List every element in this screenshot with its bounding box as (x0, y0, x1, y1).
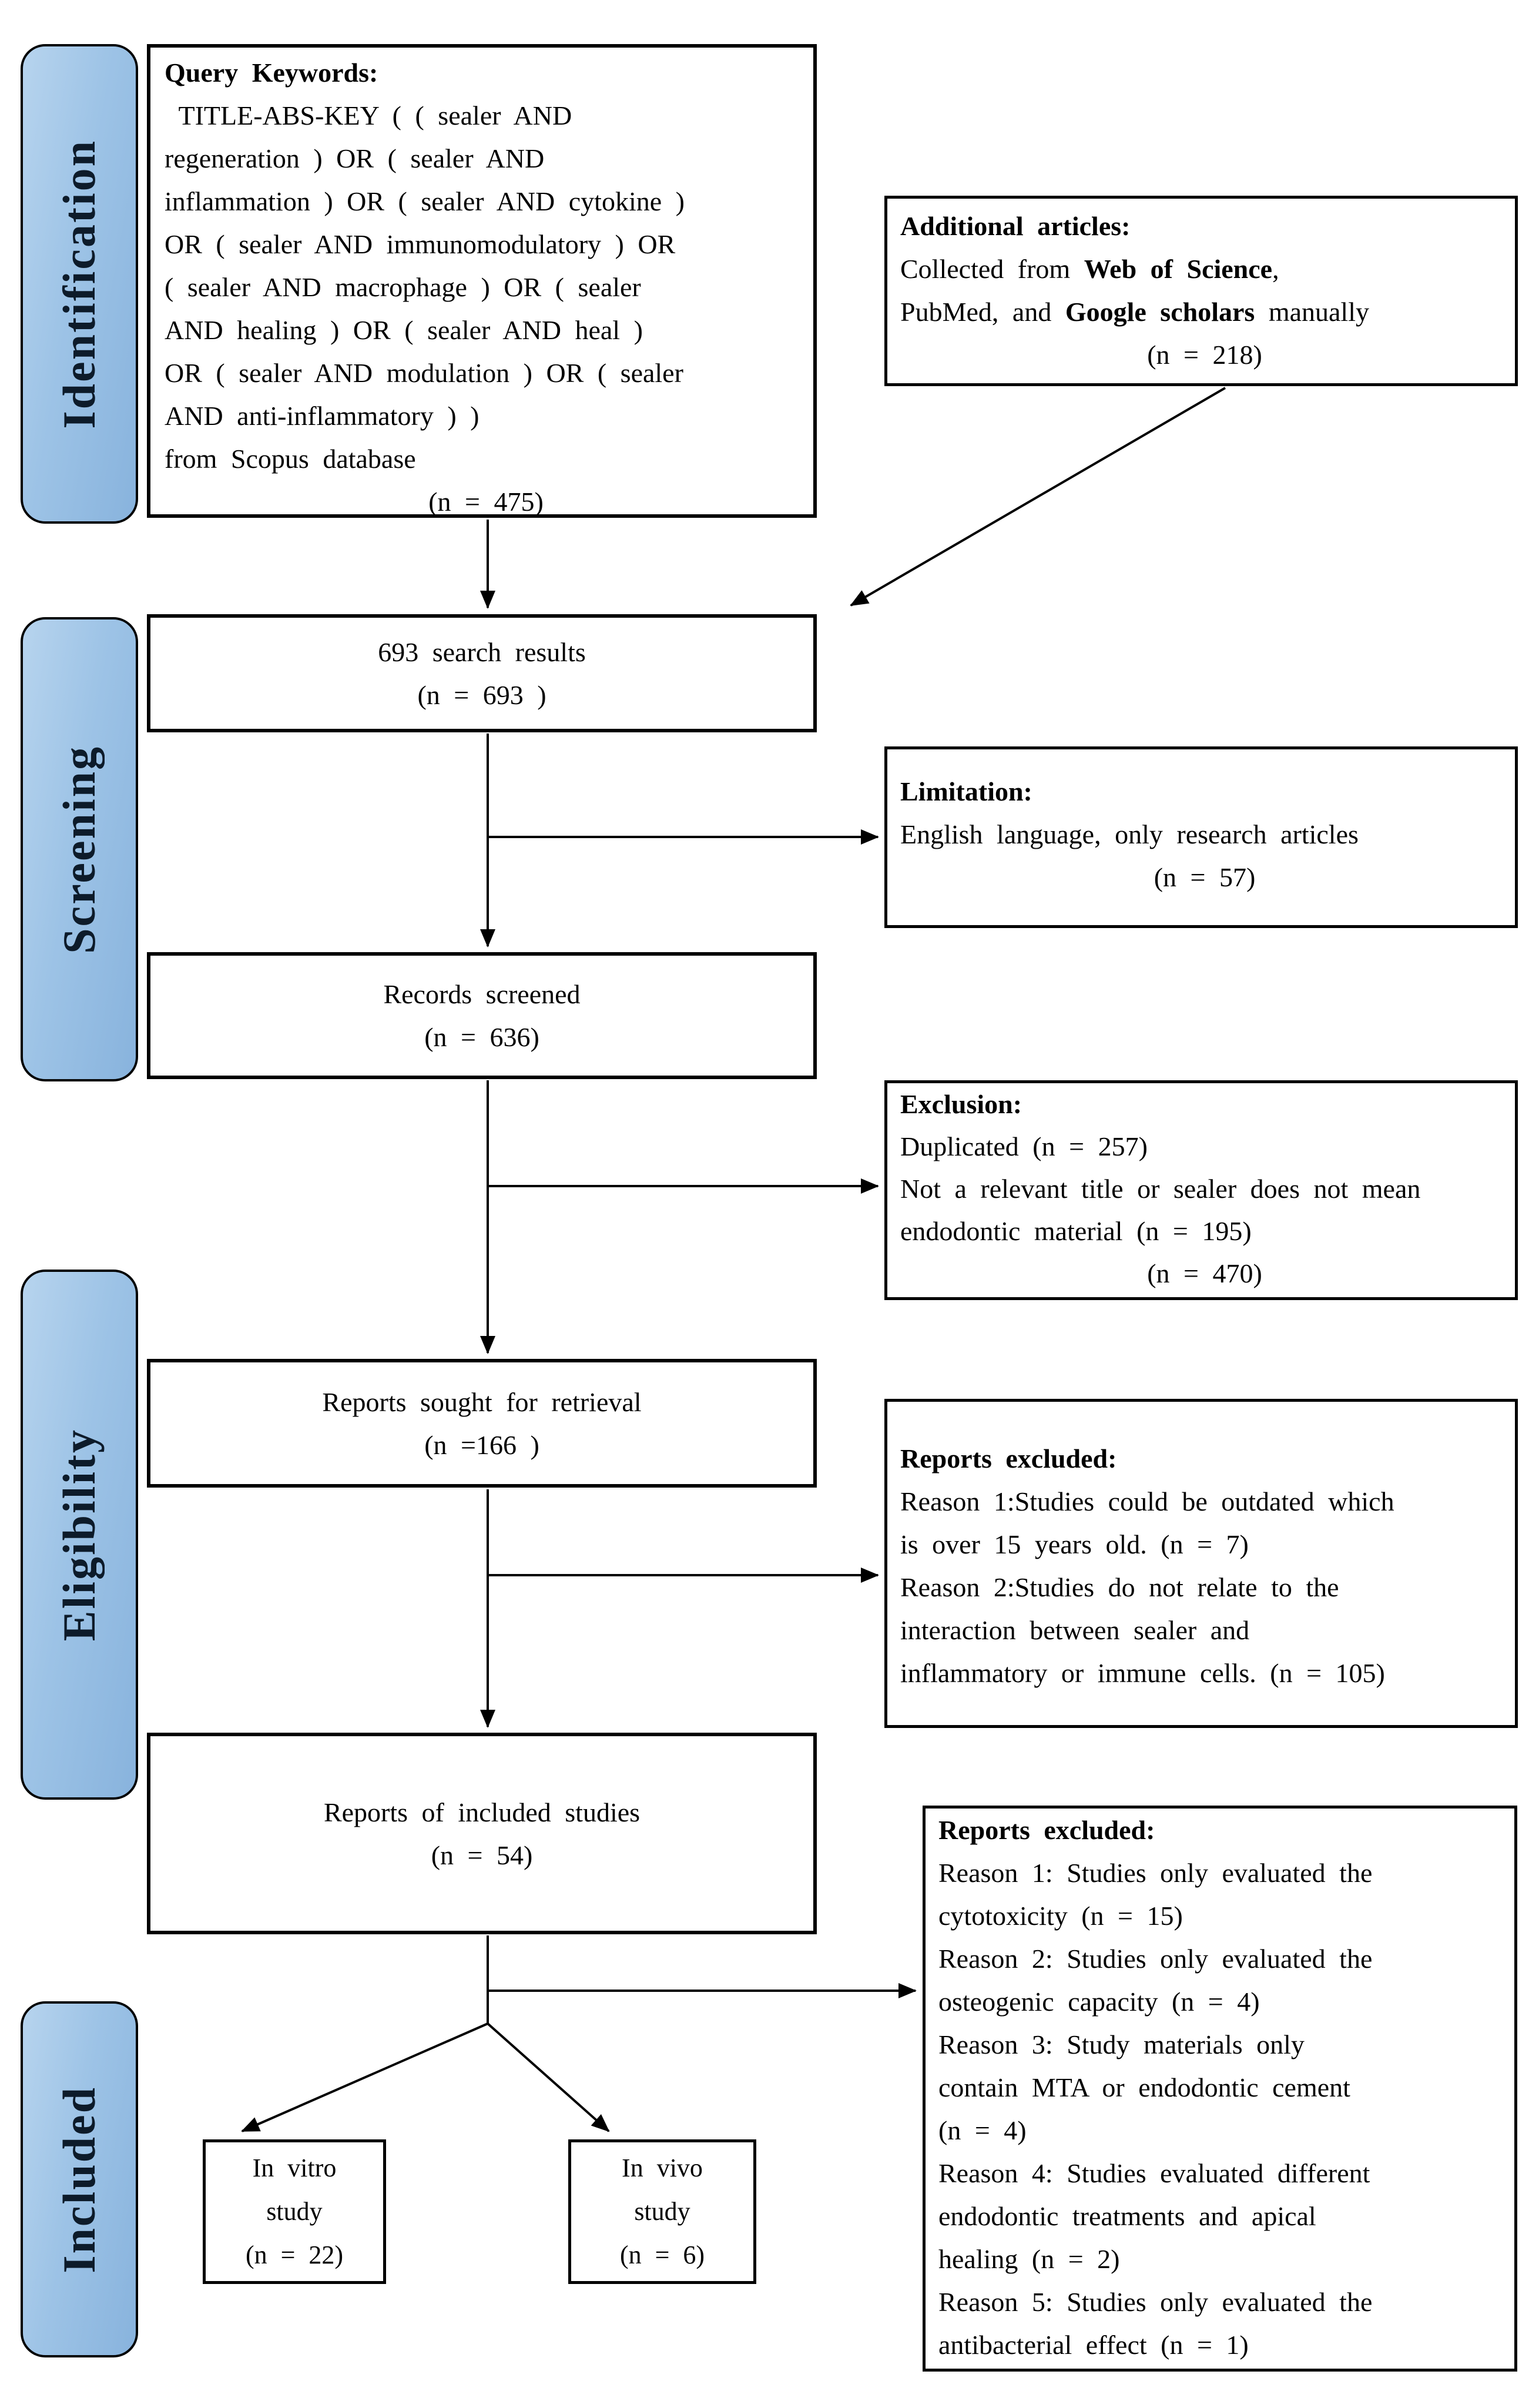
additional-line3-post: manually (1255, 297, 1369, 327)
query-line: TITLE-ABS-KEY ( ( sealer AND (165, 101, 572, 130)
query-line: OR ( sealer AND immunomodulatory ) OR (165, 229, 676, 259)
in-vivo-box: In vivo study (n = 6) (568, 2139, 756, 2284)
reports-excluded-2-line: Reason 5: Studies only evaluated the (938, 2287, 1373, 2317)
exclusion-box: Exclusion: Duplicated (n = 257) Not a re… (884, 1080, 1518, 1300)
query-line: AND healing ) OR ( sealer AND heal ) (165, 315, 643, 345)
query-line: ( sealer AND macrophage ) OR ( sealer (165, 272, 641, 302)
query-keywords-box: Query Keywords: TITLE-ABS-KEY ( ( sealer… (147, 44, 817, 518)
records-screened-label: Records screened (383, 979, 581, 1009)
stage-included: Included (21, 2001, 138, 2357)
reports-excluded-1-line: is over 15 years old. (n = 7) (900, 1529, 1249, 1559)
reports-excluded-2-line: Reason 1: Studies only evaluated the (938, 1858, 1373, 1888)
reports-excluded-2-line: healing (n = 2) (938, 2244, 1120, 2274)
in-vitro-count: (n = 22) (245, 2240, 344, 2269)
stage-identification: Identification (21, 44, 138, 524)
limitation-title: Limitation: (900, 776, 1032, 806)
query-line: OR ( sealer AND modulation ) OR ( sealer (165, 358, 683, 388)
reports-excluded-2-line: osteogenic capacity (n = 4) (938, 1987, 1260, 2017)
additional-count: (n = 218) (1147, 340, 1262, 370)
reports-excluded-1-line: Reason 2:Studies do not relate to the (900, 1572, 1339, 1602)
additional-line-3: PubMed, and Google scholars manually (900, 290, 1509, 333)
reports-excluded-2-title: Reports excluded: (938, 1815, 1155, 1845)
limitation-line: English language, only research articles (900, 819, 1359, 849)
in-vivo-label-1: In vivo (622, 2154, 703, 2182)
additional-line2-pre: Collected from (900, 254, 1084, 284)
reports-sought-box: Reports sought for retrieval (n =166 ) (147, 1359, 817, 1488)
records-screened-box: Records screened (n = 636) (147, 952, 817, 1079)
in-vivo-count: (n = 6) (619, 2240, 705, 2269)
in-vitro-label-1: In vitro (252, 2154, 337, 2182)
limitation-count: (n = 57) (1154, 862, 1256, 892)
additional-line2-post: , (1272, 254, 1279, 284)
reports-excluded-2-line: Reason 4: Studies evaluated different (938, 2158, 1370, 2188)
arrow-branch-invitro (241, 2022, 488, 2132)
stage-eligibility-label: Eligibility (53, 1428, 105, 1642)
exclusion-line: endodontic material (n = 195) (900, 1216, 1252, 1246)
reports-excluded-1-line: interaction between sealer and (900, 1615, 1250, 1645)
in-vitro-label-2: study (266, 2197, 323, 2226)
additional-line3-bold: Google scholars (1065, 297, 1255, 327)
reports-excluded-2-line: antibacterial effect (n = 1) (938, 2330, 1249, 2360)
additional-title: Additional articles: (900, 211, 1131, 241)
exclusion-line: Not a relevant title or sealer does not … (900, 1174, 1421, 1204)
stage-included-label: Included (53, 2085, 105, 2273)
search-results-label: 693 search results (378, 637, 586, 667)
reports-excluded-2-box: Reports excluded: Reason 1: Studies only… (923, 1806, 1517, 2372)
reports-excluded-2-line: Reason 3: Study materials only (938, 2029, 1305, 2059)
reports-excluded-1-line: Reason 1:Studies could be outdated which (900, 1486, 1394, 1516)
reports-sought-label: Reports sought for retrieval (322, 1386, 642, 1417)
stage-screening: Screening (21, 617, 138, 1081)
reports-excluded-1-line: inflammatory or immune cells. (n = 105) (900, 1658, 1385, 1688)
exclusion-title: Exclusion: (900, 1089, 1022, 1119)
reports-excluded-2-line: Reason 2: Studies only evaluated the (938, 1944, 1373, 1974)
exclusion-count: (n = 470) (1147, 1258, 1262, 1288)
additional-line2-bold: Web of Science (1084, 254, 1273, 284)
reports-excluded-1-title: Reports excluded: (900, 1444, 1117, 1473)
query-line: inflammation ) OR ( sealer AND cytokine … (165, 186, 685, 216)
search-results-count: (n = 693 ) (417, 679, 546, 710)
additional-articles-box: Additional articles: Collected from Web … (884, 196, 1518, 386)
query-count: (n = 475) (428, 487, 544, 517)
records-screened-count: (n = 636) (424, 1022, 539, 1052)
stage-identification-label: Identification (53, 139, 105, 429)
in-vivo-label-2: study (634, 2197, 690, 2226)
query-title: Query Keywords: (165, 58, 378, 88)
in-vitro-box: In vitro study (n = 22) (203, 2139, 386, 2284)
query-line: AND anti-inflammatory ) ) (165, 401, 480, 431)
stage-screening-label: Screening (53, 745, 105, 954)
limitation-box: Limitation: English language, only resea… (884, 746, 1518, 928)
reports-excluded-2-line: endodontic treatments and apical (938, 2201, 1316, 2231)
additional-line3-pre: PubMed, and (900, 297, 1065, 327)
additional-line-2: Collected from Web of Science, (900, 247, 1509, 290)
reports-excluded-2-line: contain MTA or endodontic cement (938, 2072, 1350, 2102)
included-studies-count: (n = 54) (431, 1840, 533, 1870)
reports-excluded-1-box: Reports excluded: Reason 1:Studies could… (884, 1399, 1518, 1728)
query-line: from Scopus database (165, 444, 416, 474)
search-results-box: 693 search results (n = 693 ) (147, 614, 817, 732)
arrow-additional-to-results (850, 387, 1226, 607)
included-studies-label: Reports of included studies (323, 1797, 641, 1827)
reports-excluded-2-line: (n = 4) (938, 2115, 1027, 2145)
query-line: regeneration ) OR ( sealer AND (165, 143, 545, 173)
stage-eligibility: Eligibility (21, 1270, 138, 1800)
reports-excluded-2-line: cytotoxicity (n = 15) (938, 1901, 1183, 1931)
arrow-branch-invivo (487, 2022, 610, 2132)
reports-sought-count: (n =166 ) (424, 1429, 539, 1460)
exclusion-line: Duplicated (n = 257) (900, 1131, 1148, 1161)
included-studies-box: Reports of included studies (n = 54) (147, 1733, 817, 1934)
